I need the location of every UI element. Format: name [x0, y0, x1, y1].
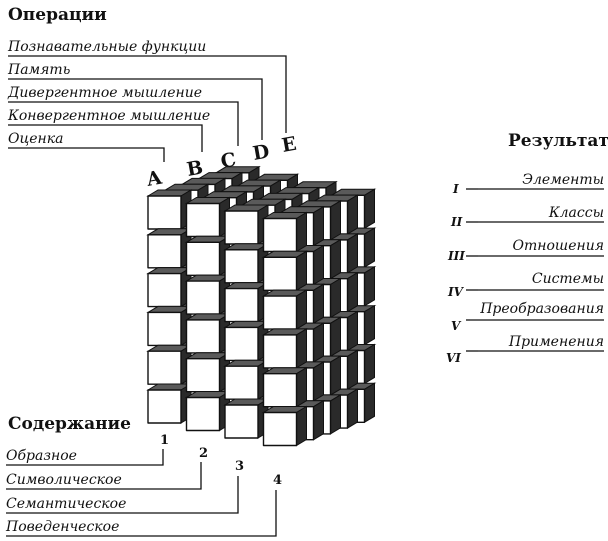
operation-leader-b [8, 124, 203, 152]
cube-face-r1-c3-a [224, 210, 259, 245]
operation-leader-c [8, 101, 239, 146]
cube-side-r5-c4-e [364, 343, 375, 385]
cube-face-r4-c2-a [185, 319, 221, 354]
result-label-1: Элементы [522, 172, 604, 188]
cube-side-r6-c4-e [364, 382, 375, 424]
content-number-2: 2 [199, 446, 208, 461]
cube-side-r3-c4-b [313, 283, 324, 325]
cube-side-r4-c4-c [330, 316, 341, 358]
result-label-5: Преобразования [479, 301, 604, 317]
operation-label-a: Оценка [8, 131, 63, 147]
cube-side-r4-c4-e [364, 304, 375, 346]
cube-side-r5-c4-c [330, 355, 341, 396]
cube-face-r4-c1-a [147, 311, 182, 347]
cube-face-r6-c4-a [262, 411, 298, 447]
cube-face-r1-c2-a [185, 202, 221, 238]
operation-leader-a [8, 147, 165, 162]
content-label-2: Символическое [6, 472, 122, 488]
result-numeral-2: II [450, 215, 463, 229]
result-numeral-3: III [447, 249, 465, 263]
operation-letter-e: E [280, 133, 298, 157]
cube-side-r2-c4-e [364, 227, 375, 268]
content-label-3: Семантическое [6, 496, 126, 512]
cube-face-r3-c4-a [262, 295, 298, 330]
cube-face-r6-c2-a [185, 396, 221, 432]
operation-label-c: Дивергентное мышление [7, 85, 202, 101]
operation-letter-b: B [185, 156, 205, 180]
cube-face-r1-c1-a [147, 195, 182, 230]
result-numeral-1: I [452, 182, 459, 196]
cube-side-r4-c4-d [347, 310, 358, 352]
operations-title: Операции [8, 5, 107, 25]
cube-face-r6-c1-a [147, 389, 182, 424]
cube-side-r2-c4-c [330, 238, 341, 280]
result-label-3: Отношения [513, 238, 604, 254]
cube-side-r1-c4-e [364, 188, 375, 230]
cube-grid [146, 165, 377, 447]
results-title: Результат [508, 131, 608, 151]
content-number-1: 1 [160, 433, 169, 448]
cube-side-r1-c4-d [347, 194, 358, 235]
cube-face-r2-c2-a [185, 241, 221, 276]
content-label-4: Поведенческое [5, 519, 119, 535]
cube-face-r6-c3-a [224, 404, 259, 439]
content-label-1: Образное [6, 448, 77, 464]
cube-side-r1-c4-c [330, 200, 341, 241]
cube-side-r5-c4-b [313, 361, 324, 402]
operation-letter-d: D [251, 140, 271, 165]
cube-face-r5-c1-a [147, 350, 182, 385]
content-leader-3 [6, 476, 239, 514]
result-label-6: Применения [508, 334, 604, 350]
cube-side-r3-c4-e [364, 266, 375, 307]
operation-leader-d [8, 78, 263, 140]
cube-face-r2-c3-a [224, 249, 259, 284]
cube-side-r6-c4-c [330, 394, 341, 435]
cube-face-r4-c4-a [262, 334, 298, 369]
result-numeral-4: IV [447, 285, 465, 299]
result-label-4: Системы [532, 271, 604, 287]
content-number-4: 4 [273, 473, 282, 488]
content-title: Содержание [8, 414, 131, 434]
cube-side-r2-c4-b [313, 244, 324, 286]
result-numeral-5: V [451, 319, 462, 333]
cube-face-r5-c2-a [185, 358, 221, 393]
cube-side-r5-c4-a [296, 366, 307, 408]
cube-face-r3-c2-a [185, 280, 221, 315]
content-leader-1 [6, 449, 164, 466]
cube-side-r3-c4-c [330, 277, 341, 319]
operation-letter-a: A [144, 167, 164, 191]
cube-side-r4-c4-b [313, 322, 324, 363]
content-number-3: 3 [235, 459, 244, 474]
cube-side-r4-c4-a [296, 328, 307, 369]
cube-face-r2-c1-a [147, 234, 182, 269]
content-leader-4 [6, 490, 277, 537]
cube-side-r6-c4-b [313, 399, 324, 441]
cube-face-r3-c1-a [147, 272, 182, 308]
cube-side-r3-c4-a [296, 289, 307, 330]
cube-side-r1-c4-b [313, 205, 324, 247]
result-numeral-6: VI [446, 351, 461, 365]
cube-side-r6-c4-d [347, 388, 358, 429]
cube-side-r3-c4-d [347, 271, 358, 313]
cube-side-r2-c4-a [296, 250, 307, 292]
cube-face-r2-c4-a [262, 256, 298, 291]
operation-label-d: Память [7, 62, 70, 78]
cube-side-r6-c4-a [296, 405, 307, 447]
cube-side-r5-c4-d [347, 349, 358, 391]
result-label-2: Классы [548, 205, 604, 221]
cube-face-r5-c3-a [224, 365, 259, 400]
operation-label-b: Конвергентное мышление [7, 108, 210, 124]
cube-side-r2-c4-d [347, 233, 358, 274]
content-leader-2 [6, 462, 202, 490]
cube-side-r1-c4-a [296, 211, 307, 253]
cube-face-r5-c4-a [262, 373, 298, 408]
cube-face-r4-c3-a [224, 326, 259, 362]
operation-label-e: Познавательные функции [7, 39, 206, 55]
operation-leader-e [8, 55, 287, 133]
cube-face-r3-c3-a [224, 287, 259, 323]
cube-face-r1-c4-a [262, 217, 298, 253]
